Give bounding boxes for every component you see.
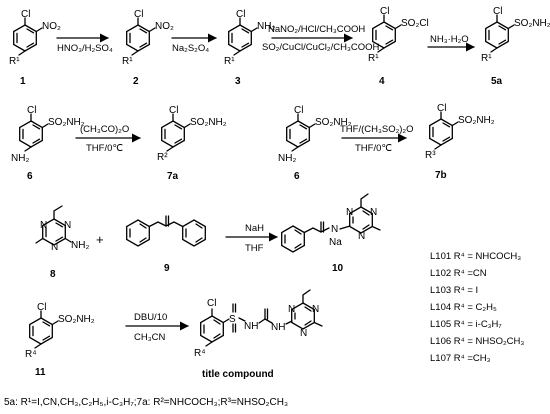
chlorine-label: Cl <box>27 105 36 116</box>
compound-7a: Cl SO₂NH₂ R² 7a <box>157 105 227 182</box>
compound-2: Cl NO₂ R¹ 2 <box>122 9 174 87</box>
sulfur-label: S <box>229 314 236 325</box>
compound-number: 1 <box>20 76 26 87</box>
reagent-ammonia: NH₃·H₂O <box>430 34 469 45</box>
legend-entry: L102 R⁴ =CN <box>430 268 487 279</box>
r4-label: R⁴ <box>25 349 37 360</box>
nh-label: NH <box>271 322 285 333</box>
compound-number: 8 <box>50 269 56 280</box>
legend-entry: L107 R⁴ =CH₃ <box>430 353 491 364</box>
compound-number: 11 <box>35 367 46 378</box>
sulfonamide-label: SO₂NH₂ <box>315 117 352 128</box>
compound-number: 6 <box>27 171 33 182</box>
substituent-legend: L101 R⁴ = NHCOCH₃ L102 R⁴ =CN L103 R⁴ = … <box>430 251 524 364</box>
sodium-label: Na <box>329 237 342 248</box>
compound-4: Cl SO₂Cl R¹ 4 <box>368 6 429 87</box>
sulfonyl-chloride-label: SO₂Cl <box>401 18 429 29</box>
compound-number: 10 <box>332 263 344 274</box>
plus-sign: + <box>96 232 104 247</box>
sulfonamide-label: SO₂NH₂ <box>58 314 95 325</box>
compound-3: Cl NH₂ R¹ 3 <box>224 9 275 87</box>
compound-6-second: Cl SO₂NH₂ NH₂ 6 <box>278 105 352 182</box>
chlorine-label: Cl <box>169 105 178 116</box>
triazine-n-label: N <box>312 304 319 315</box>
reagent-sulfonylation: SO₂/CuCl/CuCl₂/CH₃COOH <box>262 42 379 53</box>
chlorine-label: Cl <box>493 6 502 17</box>
compound-7b: Cl SO₂NH₂ R³ 7b <box>425 103 495 181</box>
reagent-reduction: Na₂S₂O₄ <box>172 43 209 54</box>
nh-label: NH <box>244 321 258 332</box>
legend-entry: L106 R⁴ = NHSO₂CH₃ <box>430 336 524 347</box>
chlorine-label: Cl <box>21 9 30 20</box>
compound-number: 6 <box>294 171 300 182</box>
amine-label: NH₂ <box>71 240 89 251</box>
reagent-sodium-hydride: NaH <box>245 223 264 234</box>
nitro-label: NO₂ <box>155 21 174 32</box>
legend-entry: L103 R⁴ = I <box>430 285 478 296</box>
reagent-mesyl-anhydride: THF/(CH₃SO₂)₂O <box>340 124 414 135</box>
compound-6: Cl SO₂NH₂ NH₂ 6 <box>11 105 85 182</box>
compound-9: 9 <box>126 215 206 274</box>
chlorine-label: Cl <box>236 9 245 20</box>
compound-10: N Na N N N 10 <box>281 193 381 274</box>
compound-number: 3 <box>235 76 241 87</box>
legend-entry: L105 R⁴ = i-C₃H₇ <box>430 319 502 330</box>
legend-entry: L104 R⁴ = C₂H₅ <box>430 302 497 313</box>
reagent-nitration: HNO₃/H₂SO₄ <box>57 43 113 54</box>
sulfonamide-label: SO₂NH₂ <box>458 115 495 126</box>
r4-label: R⁴ <box>194 348 206 359</box>
compound-8: N N N NH₂ 8 <box>35 205 89 280</box>
reagent-acetic-anhydride: (CH₃CO)₂O <box>80 124 129 135</box>
chlorine-label: Cl <box>437 103 446 114</box>
reagent-thf-cold: THF/0℃ <box>86 143 123 154</box>
r2-label: R² <box>157 152 168 163</box>
r1-label: R¹ <box>224 56 235 67</box>
triazine-n-label: N <box>40 220 47 231</box>
sulfonamide-label: SO₂NH₂ <box>190 117 227 128</box>
triazine-n-label: N <box>300 328 307 339</box>
amine-label: NH₂ <box>278 153 296 164</box>
triazine-n-label: N <box>370 207 377 218</box>
legend-entry: L101 R⁴ = NHCOCH₃ <box>430 251 521 262</box>
compound-number: 7a <box>167 171 179 182</box>
triazine-n-label: N <box>358 231 365 242</box>
r1-label: R¹ <box>481 53 492 64</box>
compound-number: 4 <box>379 76 385 87</box>
chlorine-label: Cl <box>207 298 216 309</box>
compound-number: 7b <box>435 170 447 181</box>
compound-1: Cl NO₂ R¹ 1 <box>9 9 61 87</box>
r1-label: R¹ <box>9 56 20 67</box>
compound-number: 2 <box>133 76 139 87</box>
title-compound-label: title compound <box>202 369 274 380</box>
triazine-n-label: N <box>51 242 58 253</box>
triazine-n-label: N <box>288 304 295 315</box>
compound-number: 5a <box>491 76 503 87</box>
amide-n-label: N <box>331 224 338 235</box>
compound-number: 9 <box>164 263 170 274</box>
reagent-diazotization: NaNO₂/HCl/CH₃COOH <box>268 24 365 35</box>
chlorine-label: Cl <box>294 105 303 116</box>
reagent-thf: THF <box>245 243 264 254</box>
sulfonamide-label: SO₂NH₂ <box>514 18 550 29</box>
r3-label: R³ <box>425 150 436 161</box>
r1-label: R¹ <box>368 53 379 64</box>
title-compound: Cl R⁴ S NH NH N N N title compound <box>194 289 323 380</box>
amine-label: NH₂ <box>257 21 275 32</box>
amine-label: NH₂ <box>11 153 29 164</box>
chlorine-label: Cl <box>380 6 389 17</box>
compound-11: Cl SO₂NH₂ R⁴ 11 <box>25 302 95 378</box>
chlorine-label: Cl <box>134 9 143 20</box>
reagent-dbu: DBU/10 <box>134 312 167 323</box>
triazine-n-label: N <box>64 220 71 231</box>
reagent-thf-cold: THF/0℃ <box>355 143 392 154</box>
nitro-label: NO₂ <box>42 21 61 32</box>
chlorine-label: Cl <box>37 302 46 313</box>
footnote: 5a: R¹=I,CN,CH₃,C₂H₅,i-C₃H₇;7a: R²=NHCOC… <box>4 397 288 408</box>
reagent-acetonitrile: CH₃CN <box>134 332 165 343</box>
compound-5a: Cl SO₂NH₂ R¹ 5a <box>481 6 550 87</box>
triazine-n-label: N <box>346 207 353 218</box>
sulfonamide-label: SO₂NH₂ <box>48 117 85 128</box>
r1-label: R¹ <box>122 56 133 67</box>
